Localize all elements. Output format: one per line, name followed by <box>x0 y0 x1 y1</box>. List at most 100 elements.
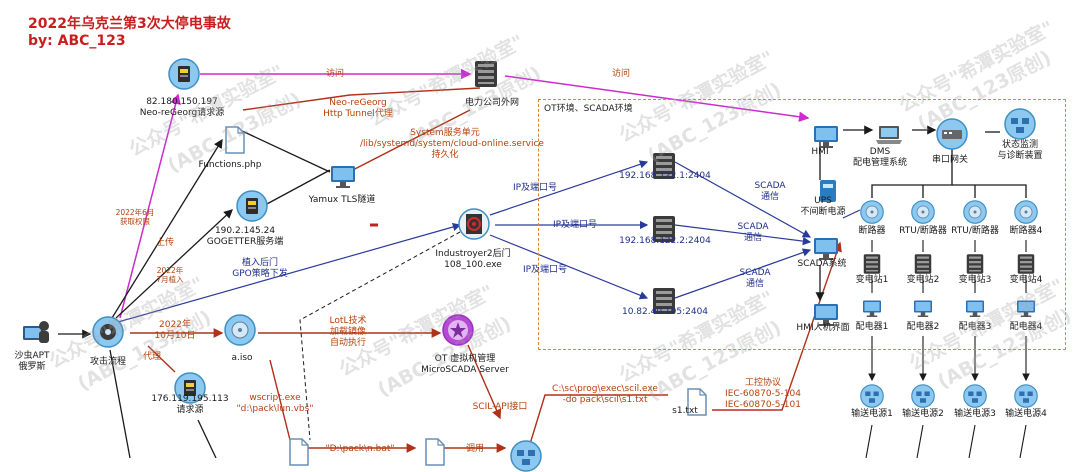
edge-june: 2022年6月获取权限 <box>115 208 155 226</box>
column-edges <box>865 240 1030 458</box>
substation-icon-4 <box>1017 254 1035 274</box>
edge-ipport-1: IP及端口号 <box>512 183 558 193</box>
yamux-icon <box>331 166 355 188</box>
breaker-label-4: 断路器4 <box>1009 226 1043 236</box>
diagram-title: 2022年乌克兰第3次大停电事故 <box>28 16 231 32</box>
substation-label-3: 变电站3 <box>958 275 992 285</box>
distributor-label-4: 配电器4 <box>1009 322 1043 332</box>
distributor-label-2: 配电器2 <box>906 322 940 332</box>
wscript-file-icon <box>289 438 309 466</box>
hmi-icon <box>814 126 838 148</box>
ot-box-label: OT环境、SCADA环境 <box>544 104 633 114</box>
edge-ipport-2: IP及端口号 <box>552 220 598 230</box>
hmi-interface-icon <box>814 304 838 326</box>
status-monitor-label: 状态监测与诊断装置 <box>997 140 1043 161</box>
breaker-label-3: RTU/断路器 <box>951 226 999 236</box>
navy-edges <box>117 160 861 323</box>
breaker-icon-3 <box>963 200 987 224</box>
power-output-label-4: 输送电源4 <box>1005 409 1047 419</box>
diagram-canvas: OT环境、SCADA环境 2022年乌克兰第3次大停电事故 by: ABC_12… <box>14 16 1075 472</box>
power-ext-label: 电力公司外网 <box>464 98 519 108</box>
ip3-label: 10.82.40.105:2404 <box>621 307 709 317</box>
distributor-icon-4 <box>1017 300 1035 317</box>
substation-label-2: 变电站2 <box>906 275 940 285</box>
edge-visit-1: 访问 <box>325 69 344 79</box>
power-output-label-3: 输送电源3 <box>954 409 996 419</box>
microscada-icon <box>442 314 474 346</box>
edge-lotl: LotL技术加载镜像自动执行 <box>329 316 367 348</box>
power-output-icon-4 <box>1014 384 1038 408</box>
breaker-label-1: 断路器 <box>858 226 886 236</box>
power-output-icon-1 <box>860 384 884 408</box>
wscript-label: wscript.exe"d:\pack\lun.vbs" <box>236 393 314 414</box>
ot-scada-boundary <box>538 99 1066 350</box>
systemd-label: System服务单元/lib/systemd/system/cloud-onli… <box>360 128 544 160</box>
scil-api-icon <box>510 440 542 472</box>
black-edges <box>58 125 1027 458</box>
proxy-server-icon <box>174 372 206 404</box>
dms-icon <box>876 126 902 144</box>
edge-ipport-3: IP及端口号 <box>522 265 568 275</box>
edge-visit-2: 访问 <box>611 69 630 79</box>
ip2-server-icon <box>653 216 675 242</box>
edge-call: 调用 <box>465 444 484 454</box>
s1-file-icon <box>687 388 707 416</box>
distributor-icon-3 <box>966 300 984 317</box>
red-edges <box>130 87 842 453</box>
ip1-server-icon <box>653 153 675 179</box>
industroyer-icon <box>458 208 490 240</box>
ip1-label: 192.168.122.1:2404 <box>619 171 711 181</box>
status-monitor-icon <box>1004 108 1036 140</box>
attack-flow-label: 攻击流程 <box>89 357 126 367</box>
breaker-icon-2 <box>911 200 935 224</box>
aiso-label: a.iso <box>231 353 253 363</box>
ip2-label: 192.168.122.2:2404 <box>619 236 711 246</box>
substation-icon-1 <box>863 254 881 274</box>
serial-gateway-label: 串口网关 <box>931 155 968 165</box>
power-output-icon-3 <box>963 384 987 408</box>
power-output-label-2: 输送电源2 <box>902 409 944 419</box>
power-output-icon-2 <box>911 384 935 408</box>
lotl-dashed <box>299 231 461 441</box>
scil-exe-label: C:\sc\prog\exec\scil.exe-do pack\scil\s1… <box>552 384 658 405</box>
serial-gateway-icon <box>936 118 968 150</box>
aiso-icon <box>224 314 256 346</box>
scil-label: SCIL-API接口 <box>472 402 528 412</box>
distributor-label-1: 配电器1 <box>855 322 889 332</box>
substation-label-1: 变电站1 <box>855 275 889 285</box>
functions-icon <box>225 126 245 154</box>
edge-proxy: 代理 <box>142 352 161 362</box>
power-output-label-1: 输送电源1 <box>851 409 893 419</box>
diagram-author: by: ABC_123 <box>28 33 126 49</box>
attack-flow-icon <box>92 316 124 348</box>
connection-lines <box>58 68 1030 458</box>
breaker-icon-1 <box>860 200 884 224</box>
nbat-file-icon <box>425 438 445 466</box>
distributor-label-3: 配电器3 <box>958 322 992 332</box>
substation-label-4: 变电站4 <box>1009 275 1043 285</box>
hmi-interface-label: HMI人机界面 <box>796 323 850 333</box>
distributor-icon-1 <box>863 300 881 317</box>
ups-icon <box>820 180 836 202</box>
ip3-server-icon <box>653 288 675 314</box>
substation-icon-2 <box>914 254 932 274</box>
hmi-label: HMI <box>811 147 829 157</box>
distributor-icon-2 <box>914 300 932 317</box>
edge-upload: 上传 <box>155 238 174 248</box>
gogetter-icon <box>236 190 268 222</box>
